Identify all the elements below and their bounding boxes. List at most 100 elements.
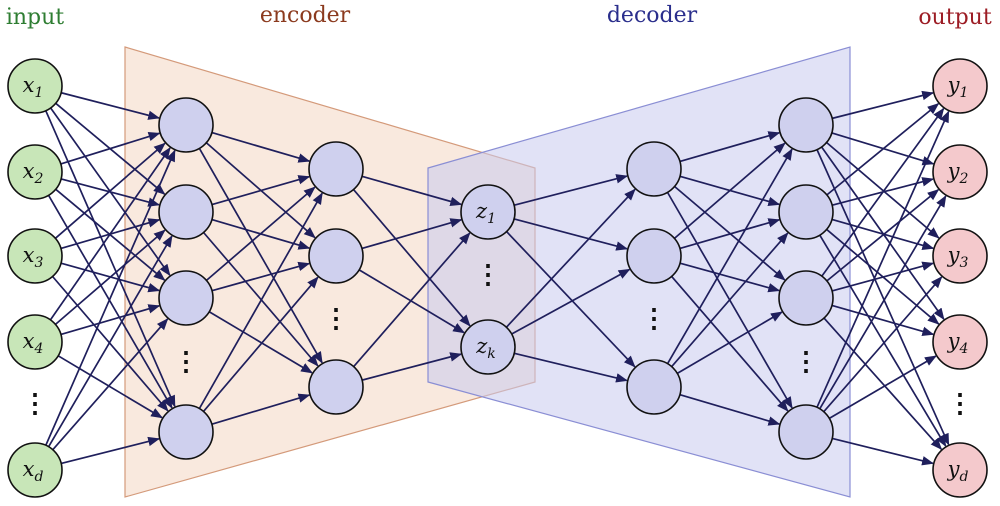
- edge-enc1-2-to-enc2-0: [205, 186, 316, 282]
- node-label-output-4: yd: [947, 457, 969, 485]
- edge-dec2-2-to-output-3: [831, 304, 935, 336]
- edge-latent-1-to-dec1-2: [514, 352, 628, 383]
- edge-input-3-to-enc1-2: [60, 304, 161, 336]
- edge-enc1-0-to-enc2-2: [198, 148, 323, 364]
- edge-input-3-to-enc1-1: [54, 229, 166, 326]
- node-enc1-3: [158, 404, 214, 460]
- encoder-layer1-ellipsis: ⋮: [173, 347, 199, 377]
- edge-input-3-to-enc1-0: [49, 147, 171, 321]
- edge-enc2-0-to-latent-0: [361, 175, 463, 207]
- node-label-output-3: y4: [947, 329, 969, 357]
- node-input-2: [7, 228, 63, 284]
- edge-dec1-1-to-dec2-1: [679, 218, 781, 250]
- edge-dec2-1-to-output-2: [831, 218, 935, 250]
- decoder-layer2-ellipsis: ⋮: [793, 347, 819, 377]
- node-enc2-0: [308, 141, 364, 197]
- node-output-2: [932, 228, 988, 284]
- edge-latent-1-to-dec1-0: [505, 188, 636, 328]
- edge-enc1-0-to-enc2-0: [211, 131, 311, 163]
- input-ellipsis: ⋮: [22, 389, 48, 419]
- edge-dec2-2-to-output-0: [821, 107, 945, 277]
- node-label-input-1: x2: [23, 159, 44, 187]
- node-dec2-0: [778, 97, 834, 153]
- edge-dec2-3-to-output-0: [816, 110, 950, 408]
- edge-dec2-0-to-output-0: [831, 90, 935, 120]
- node-output-1: [932, 144, 988, 200]
- edge-dec2-3-to-output-3: [828, 355, 937, 420]
- node-label-input-3: x4: [23, 329, 44, 357]
- edge-dec1-0-to-dec2-2: [674, 185, 786, 281]
- edge-dec1-2-to-dec2-2: [676, 311, 783, 375]
- node-label-output-2: y3: [947, 243, 969, 271]
- edge-input-0-to-enc1-0: [60, 91, 161, 120]
- node-output-3: [932, 314, 988, 370]
- edge-latent-0-to-dec1-1: [513, 218, 629, 251]
- edge-dec2-3-to-output-4: [832, 437, 934, 466]
- edge-dec2-0-to-output-2: [826, 141, 940, 239]
- node-enc1-2: [158, 270, 214, 326]
- edge-input-0-to-enc1-3: [45, 110, 176, 408]
- edges-layer: [45, 90, 950, 466]
- node-input-4: [7, 442, 63, 498]
- edge-dec1-1-to-dec2-2: [679, 262, 781, 293]
- edge-dec2-1-to-output-0: [826, 102, 940, 196]
- edge-input-1-to-enc1-3: [47, 194, 173, 409]
- output-ellipsis: ⋮: [947, 389, 973, 419]
- edge-latent-1-to-dec1-1: [511, 268, 631, 335]
- node-latent-0: [460, 184, 516, 240]
- node-dec1-0: [626, 141, 682, 197]
- node-dec2-3: [778, 404, 834, 460]
- edge-dec1-2-to-dec2-1: [671, 232, 789, 368]
- edge-enc2-1-to-latent-0: [361, 218, 463, 250]
- input-title: input: [6, 5, 64, 30]
- edge-dec2-2-to-output-4: [823, 317, 943, 451]
- node-label-input-4: xd: [23, 457, 44, 485]
- edge-enc1-3-to-enc2-0: [198, 192, 323, 409]
- edge-enc1-2-to-enc2-1: [211, 261, 311, 292]
- edge-enc1-1-to-enc2-0: [211, 175, 311, 206]
- node-enc2-1: [308, 228, 364, 284]
- edge-latent-0-to-dec1-0: [513, 174, 629, 207]
- edge-dec2-3-to-output-2: [823, 276, 943, 413]
- latent-ellipsis: ⋮: [475, 260, 501, 290]
- edge-enc1-3-to-enc2-1: [202, 276, 319, 413]
- node-output-4: [932, 442, 988, 498]
- node-latent-1: [460, 319, 516, 375]
- edge-enc2-2-to-latent-0: [353, 232, 471, 368]
- edge-dec2-0-to-output-4: [816, 149, 950, 446]
- edge-input-3-to-enc1-3: [57, 355, 163, 419]
- edge-input-4-to-enc1-1: [47, 235, 173, 448]
- node-dec1-1: [626, 228, 682, 284]
- edge-dec1-1-to-dec2-0: [673, 142, 786, 240]
- encoder-title: encoder: [260, 3, 351, 28]
- encoder-layer2-ellipsis: ⋮: [323, 304, 349, 334]
- node-label-output-0: y1: [947, 73, 969, 101]
- edge-enc1-1-to-enc2-2: [202, 231, 319, 367]
- decoder-title: decoder: [607, 3, 698, 28]
- edge-dec2-2-to-output-2: [831, 261, 935, 292]
- edge-dec1-2-to-dec2-3: [679, 393, 781, 426]
- edge-input-4-to-enc1-2: [52, 318, 169, 451]
- node-label-latent-0: z1: [475, 199, 496, 227]
- node-input-1: [7, 144, 63, 200]
- edge-dec1-0-to-dec2-0: [679, 131, 781, 163]
- node-label-output-1: y2: [947, 159, 969, 187]
- node-input-3: [7, 314, 63, 370]
- node-enc1-1: [158, 184, 214, 240]
- edge-input-2-to-enc1-0: [54, 142, 166, 239]
- edge-dec2-2-to-output-1: [826, 188, 940, 282]
- edge-input-2-to-enc1-3: [51, 275, 169, 412]
- node-input-0: [7, 58, 63, 114]
- decoder-layer1-ellipsis: ⋮: [641, 304, 667, 334]
- edge-enc1-3-to-enc2-2: [211, 393, 311, 426]
- output-title: output: [918, 5, 992, 30]
- node-enc1-0: [158, 97, 214, 153]
- edge-enc2-2-to-latent-1: [361, 352, 463, 381]
- edge-input-4-to-enc1-0: [45, 149, 176, 446]
- edge-input-4-to-enc1-3: [60, 436, 161, 465]
- node-label-latent-1: zk: [475, 334, 496, 362]
- node-dec1-2: [626, 359, 682, 415]
- edge-dec1-2-to-dec2-0: [666, 148, 793, 365]
